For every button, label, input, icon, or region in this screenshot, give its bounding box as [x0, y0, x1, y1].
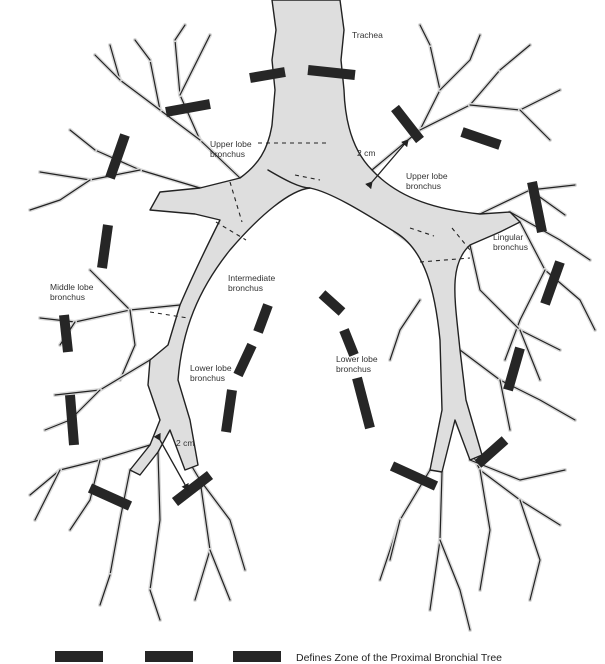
legend: Defines Zone of the Proximal Bronchial T… [55, 651, 502, 664]
bronchial-branch-outline [420, 70, 500, 130]
proximal-zone-mark [102, 225, 108, 268]
bronchial-branch-outline [70, 130, 95, 150]
bronchial-branch [440, 540, 470, 630]
bronchial-branch [380, 470, 430, 580]
proximal-zone-mark [64, 315, 68, 352]
proximal-zone-mark [478, 440, 505, 464]
legend-swatch [55, 651, 103, 662]
bronchial-branch [30, 180, 90, 210]
bronchial-branch-outline [90, 270, 130, 310]
bronchial-branch-outline [175, 25, 185, 40]
proximal-zone-mark [250, 72, 285, 78]
bronchial-branch-outline [210, 550, 230, 600]
legend-swatch [145, 651, 193, 662]
proximal-zone-mark [395, 108, 420, 140]
bronchial-branch-outline [110, 470, 130, 575]
proximal-zone-mark [238, 345, 252, 375]
label-distance-lower: 2 cm [176, 438, 194, 448]
proximal-zone-mark [344, 330, 354, 355]
distance-arrow-upper [372, 140, 408, 182]
bronchial-branch [480, 470, 490, 590]
bronchial-branch-outline [500, 45, 530, 70]
bronchial-branch [55, 360, 150, 395]
proximal-zone-mark [508, 348, 520, 390]
label-distance-upper: 2 cm [357, 148, 375, 158]
proximal-zone-mark [226, 390, 232, 432]
bronchial-branch-outline [135, 40, 150, 60]
proximal-zone-mark [258, 305, 268, 332]
proximal-zone-mark [166, 104, 210, 112]
bronchial-branch [420, 70, 500, 130]
proximal-zone-mark [70, 395, 74, 445]
label-trachea: Trachea [352, 30, 383, 40]
legend-text: Defines Zone of the Proximal Bronchial T… [296, 652, 502, 664]
bronchial-branch-outline [35, 470, 60, 520]
bronchial-branch [470, 90, 560, 110]
bronchial-branch [372, 45, 440, 170]
bronchial-branch [440, 35, 480, 90]
proximal-zone-mark [545, 262, 560, 304]
bronchial-branch-outline [180, 35, 210, 95]
proximal-zone-mark [462, 132, 500, 145]
bronchial-branch-outline [100, 575, 110, 605]
bronchial-branch-outline [150, 590, 160, 620]
proximal-zone-mark [357, 378, 370, 428]
bronchial-branch [390, 300, 420, 360]
bronchial-branch-outline [520, 110, 550, 140]
proximal-zone-mark [308, 70, 355, 75]
bronchial-branch-outline [420, 25, 430, 45]
legend-swatch [233, 651, 281, 662]
proximal-zone-mark [322, 294, 342, 312]
